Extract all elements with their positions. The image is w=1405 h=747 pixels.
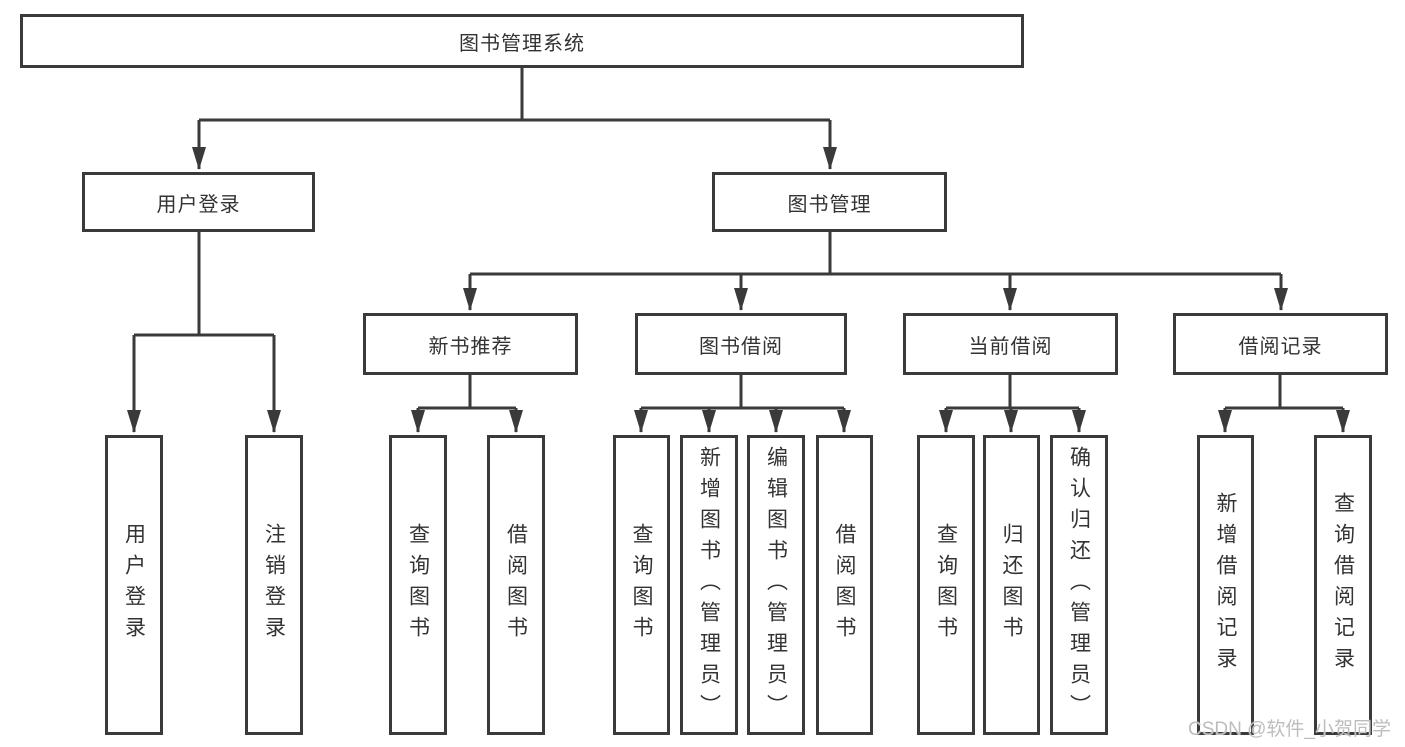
leaf-add-book-admin: 新增图书（管理员） [680, 435, 738, 735]
node-library-management-system: 图书管理系统 [20, 14, 1024, 68]
node-current-borrow: 当前借阅 [903, 313, 1118, 375]
leaf-edit-book-admin: 编辑图书（管理员） [747, 435, 805, 735]
node-new-book-recommend: 新书推荐 [363, 313, 578, 375]
leaf-borrow-book-recommend: 借阅图书 [487, 435, 545, 735]
leaf-query-book-recommend: 查询图书 [389, 435, 447, 735]
connector-arrows [127, 120, 1350, 433]
node-borrow-record: 借阅记录 [1173, 313, 1388, 375]
leaf-confirm-return-admin: 确认归还（管理员） [1050, 435, 1108, 735]
leaf-add-book-admin-label: 新增图书（管理员） [697, 445, 721, 725]
node-user-login: 用户登录 [82, 172, 315, 232]
leaf-query-book-borrow: 查询图书 [613, 435, 670, 735]
leaf-query-book-borrow-label: 查询图书 [630, 523, 653, 647]
connector-trunks [134, 68, 1343, 410]
leaf-confirm-return-admin-label: 确认归还（管理员） [1067, 445, 1091, 725]
leaf-return-book-label: 归还图书 [1000, 523, 1023, 647]
leaf-edit-book-admin-label: 编辑图书（管理员） [764, 445, 788, 725]
leaf-borrow-book-recommend-label: 借阅图书 [504, 523, 528, 647]
leaf-logout: 注销登录 [245, 435, 303, 735]
leaf-user-login: 用户登录 [105, 435, 163, 735]
node-book-borrow: 图书借阅 [635, 313, 847, 375]
leaf-query-book-recommend-label: 查询图书 [406, 523, 430, 647]
node-book-management: 图书管理 [712, 172, 947, 232]
leaf-add-borrow-record-label: 新增借阅记录 [1214, 492, 1237, 678]
leaf-logout-label: 注销登录 [262, 523, 286, 647]
leaf-return-book: 归还图书 [983, 435, 1040, 735]
leaf-borrow-book-borrow-label: 借阅图书 [833, 523, 856, 647]
leaf-add-borrow-record: 新增借阅记录 [1197, 435, 1254, 735]
leaf-query-borrow-record-label: 查询借阅记录 [1331, 492, 1355, 678]
leaf-user-login-label: 用户登录 [122, 523, 146, 647]
leaf-query-borrow-record: 查询借阅记录 [1314, 435, 1372, 735]
leaf-borrow-book-borrow: 借阅图书 [816, 435, 873, 735]
leaf-query-book-current: 查询图书 [917, 435, 975, 735]
watermark: CSDN @软件_小贺同学 [1188, 719, 1391, 740]
leaf-query-book-current-label: 查询图书 [934, 523, 958, 647]
